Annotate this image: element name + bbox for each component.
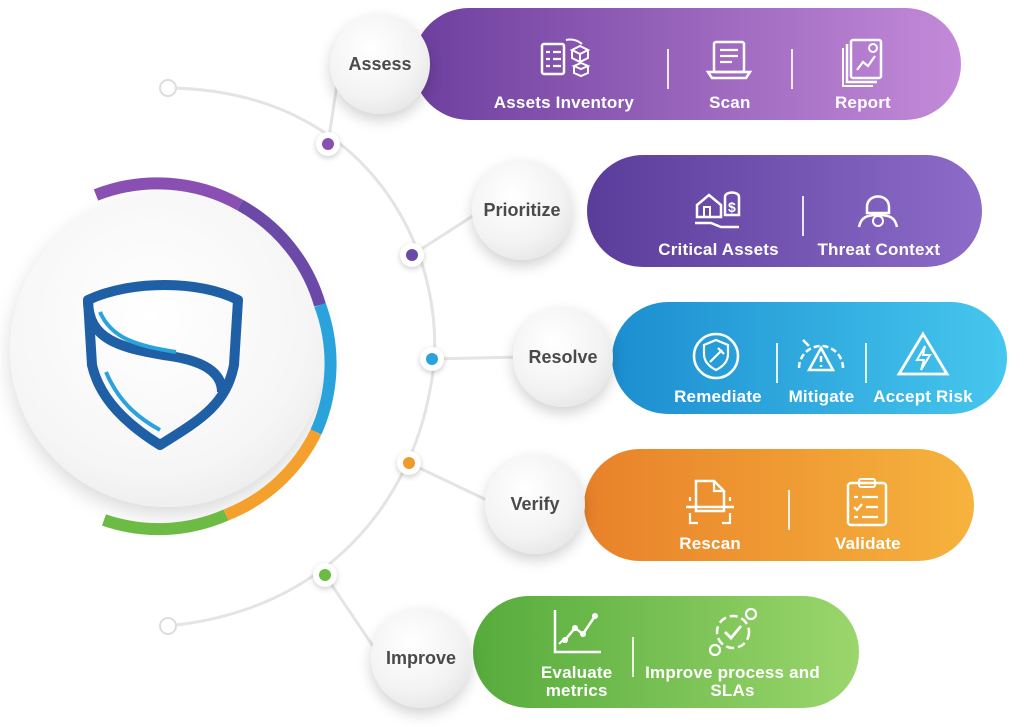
ring-arc-resolve	[310, 302, 337, 435]
document-scan-icon	[686, 479, 735, 525]
step-bar-prioritize: $ Critical Assets Threat Context	[587, 155, 982, 267]
step-item-remediate: Remediate	[660, 302, 776, 414]
step-bar-assess: Assets Inventory Scan Report	[413, 8, 961, 120]
timeline-dot-verify	[397, 451, 421, 475]
step-item-validate: Validate	[790, 449, 946, 561]
connector-prioritize	[411, 208, 483, 257]
item-separator	[632, 637, 635, 677]
step-item-label: Mitigate	[788, 387, 855, 406]
ring-arc-assess	[93, 177, 243, 211]
step-item-label: Scan	[709, 93, 751, 112]
step-circle-improve: Improve	[371, 608, 471, 708]
high-voltage-icon	[896, 331, 950, 376]
hacker-icon	[857, 195, 899, 228]
timeline-arc	[167, 86, 437, 628]
step-item-scan: Scan	[669, 8, 792, 120]
step-circle-prioritize: Prioritize	[472, 160, 572, 260]
item-separator	[666, 49, 669, 89]
step-item-label: Threat Context	[817, 240, 941, 259]
step-item-rescan: Rescan	[632, 449, 788, 561]
arc-endpoint	[159, 79, 177, 97]
step-circle-verify: Verify	[485, 454, 585, 554]
timeline-dot-assess	[316, 132, 340, 156]
step-title: Assess	[348, 53, 412, 74]
step-title: Improve	[385, 647, 457, 668]
step-item-mitigate: Mitigate	[778, 302, 866, 414]
laptop-document-icon	[705, 40, 753, 80]
ring-arc-improve	[102, 509, 229, 536]
step-bar-resolve: Remediate Mitigate Accept Risk	[612, 302, 1007, 414]
clipboard-check-icon	[846, 478, 888, 527]
step-item-label: Assets Inventory	[493, 93, 634, 112]
step-item-label: Evaluate metrics	[540, 663, 613, 700]
step-item-label: Rescan	[679, 534, 741, 553]
item-separator	[775, 343, 778, 383]
gauge-warning-icon	[798, 339, 845, 372]
connector-verify	[408, 461, 496, 506]
report-chart-icon	[841, 38, 883, 87]
step-title: Prioritize	[483, 199, 561, 220]
connector-resolve	[431, 355, 524, 361]
item-separator	[802, 196, 804, 236]
step-item-label: Validate	[834, 534, 901, 553]
svg-text:$: $	[728, 199, 736, 215]
shield-s-logo	[83, 280, 243, 450]
step-item-critical-assets: $ Critical Assets	[635, 155, 802, 267]
step-circle-resolve: Resolve	[513, 307, 613, 407]
step-item-label: Improve process and SLAs	[645, 663, 820, 700]
gears-check-icon	[708, 607, 757, 657]
timeline-dot-prioritize	[400, 243, 424, 267]
step-item-threat-context: Threat Context	[804, 155, 954, 267]
step-circle-assess: Assess	[330, 14, 430, 114]
ring-arc-verify	[223, 429, 322, 521]
step-item-improve-process-and-slas: Improve process and SLAs	[634, 596, 831, 708]
step-item-accept-risk: Accept Risk	[867, 302, 979, 414]
step-item-label: Critical Assets	[658, 240, 779, 259]
step-item-label: Remediate	[674, 387, 762, 406]
step-title: Resolve	[528, 346, 598, 367]
shield-syringe-icon	[692, 332, 740, 380]
step-item-report: Report	[793, 8, 933, 120]
step-item-label: Accept Risk	[873, 387, 973, 406]
step-bar-improve: Evaluate metrics Improve process and SLAs	[473, 596, 859, 708]
step-bar-verify: Rescan Validate	[584, 449, 974, 561]
item-separator	[865, 343, 868, 383]
ring-arc-prioritize	[237, 199, 326, 307]
line-chart-icon	[553, 610, 601, 654]
step-title: Verify	[510, 493, 560, 514]
timeline-dot-resolve	[420, 347, 444, 371]
step-item-assets-inventory: Assets Inventory	[461, 8, 667, 120]
assets-hand-icon: $	[694, 191, 740, 229]
connector-improve	[323, 574, 383, 659]
step-item-label: Report	[834, 93, 891, 112]
step-item-evaluate-metrics: Evaluate metrics	[521, 596, 632, 708]
checklist-boxes-icon	[540, 38, 591, 78]
item-separator	[788, 490, 790, 530]
timeline-dot-improve	[313, 563, 337, 587]
arc-endpoint	[159, 617, 177, 635]
item-separator	[791, 49, 793, 89]
